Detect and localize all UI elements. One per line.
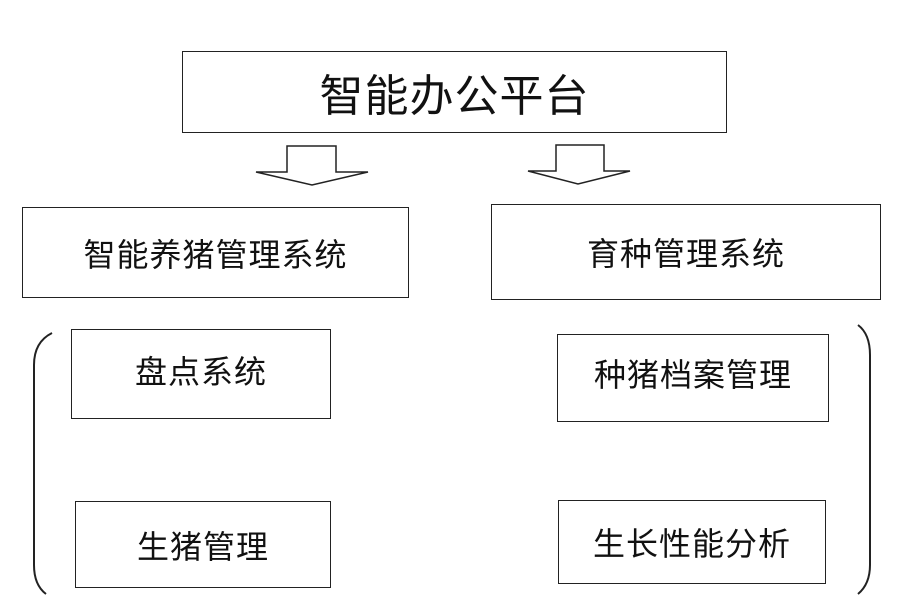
growth-analysis-module-label: 生长性能分析: [592, 525, 791, 563]
bracket-right: [857, 324, 871, 595]
inventory-module-label: 盘点系统: [134, 353, 267, 391]
inventory-module-box: 盘点系统: [71, 329, 331, 419]
breeder-records-module-box: 种猪档案管理: [557, 334, 829, 422]
arrow-down-right: [527, 144, 631, 185]
pig-farming-system-label: 智能养猪管理系统: [83, 235, 348, 274]
breeder-records-module-label: 种猪档案管理: [593, 356, 792, 394]
bracket-left: [33, 332, 53, 595]
pig-farming-system-box: 智能养猪管理系统: [22, 207, 409, 298]
hog-management-module-label: 生猪管理: [136, 527, 269, 566]
breeding-system-box: 育种管理系统: [491, 204, 881, 300]
growth-analysis-module-box: 生长性能分析: [558, 500, 826, 584]
hog-management-module-box: 生猪管理: [75, 501, 331, 588]
platform-title: 智能办公平台: [319, 71, 590, 122]
breeding-system-label: 育种管理系统: [586, 235, 785, 273]
arrow-down-left: [255, 145, 369, 186]
platform-box: 智能办公平台: [182, 51, 727, 133]
